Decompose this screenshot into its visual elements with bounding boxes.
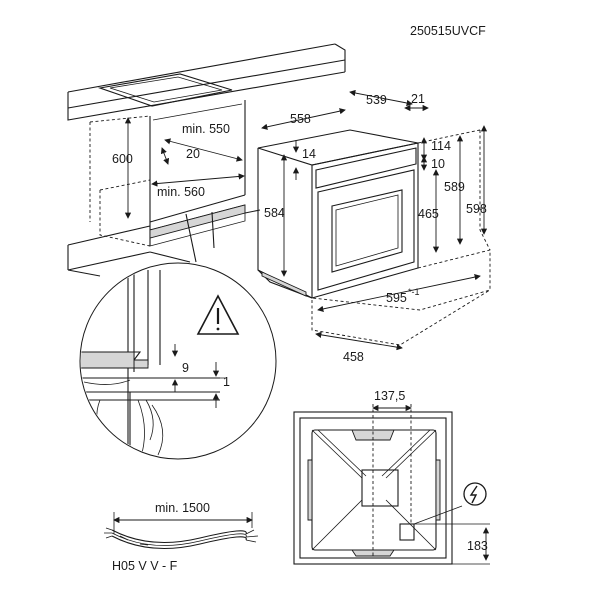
oven-height-label: 584 (264, 206, 285, 220)
model-code: 250515UVCF (410, 24, 486, 38)
oven-back-view: 137,5 183 (293, 389, 490, 565)
oven-114-label: 114 (431, 139, 451, 153)
oven-bottom-depth-label: 458 (343, 350, 364, 364)
cable-length-label: min. 1500 (155, 501, 210, 515)
back-height-label: 183 (467, 539, 488, 553)
oven-10-label: 10 (431, 157, 445, 171)
electrical-connection-icon (463, 482, 487, 506)
cable-type-label: H05 V V - F (112, 559, 178, 573)
cable-drawing: min. 1500 H05 V V - F (104, 501, 259, 573)
oven-width-front-sup: *-1 (408, 287, 420, 297)
oven-589-label: 589 (444, 180, 465, 194)
detail-gap-9-label: 9 (182, 361, 189, 375)
cabinet-width-label: min. 560 (157, 185, 205, 199)
back-offset-label: 137,5 (374, 389, 405, 403)
cabinet-opening-label: 20 (186, 147, 200, 161)
cabinet-depth-label: min. 550 (182, 122, 230, 136)
warning-triangle-icon (196, 294, 240, 335)
detail-magnifier: 9 1 (79, 211, 277, 460)
cabinet-drawing: 600 min. 550 20 min. 560 (67, 43, 346, 277)
cabinet-height-label: 600 (112, 152, 133, 166)
oven-depth-label: 539 (366, 93, 387, 107)
oven-width-top-label: 558 (290, 112, 311, 126)
detail-gap-1-label: 1 (223, 375, 230, 389)
oven-door-label: 21 (411, 92, 425, 106)
oven-top-offset-label: 14 (302, 147, 316, 161)
oven-drawing: 558 539 21 14 584 114 10 465 589 598 595… (257, 89, 491, 364)
